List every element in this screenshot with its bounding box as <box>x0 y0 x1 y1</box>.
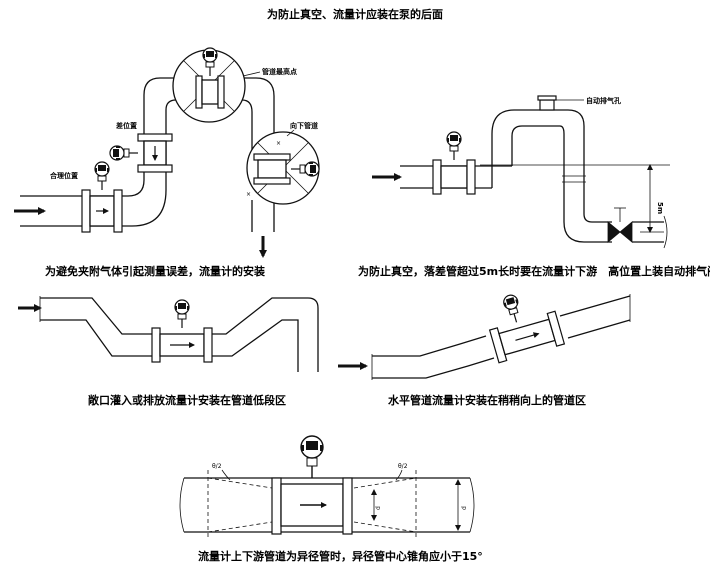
reasonable-meter-body <box>89 195 115 227</box>
label-auto-vent: 自动排气孔 <box>586 96 621 105</box>
reasonable-meter-flange-right <box>113 189 123 233</box>
label-d-small: d <box>375 506 382 510</box>
p2-meter-flange-left <box>432 159 442 195</box>
panel-air-entrapment: 合理位置 差位置 管道最高点 向下管道 × × 为避免夹附气体引起测量误差，流量… <box>14 47 320 278</box>
down-meter-flange-top <box>253 153 291 161</box>
label-downward-pipe: 向下管道 <box>290 121 318 130</box>
flowmeter-icon <box>501 292 524 325</box>
p4-meter <box>488 292 566 364</box>
label-poor-position: 差位置 <box>116 121 137 130</box>
poor-meter-flange-bottom <box>137 164 173 173</box>
label-angle-right: θ/2 <box>398 463 408 470</box>
p4-meter-flange-right <box>546 310 566 347</box>
vent-valve <box>539 99 555 111</box>
p2-meter-body <box>440 165 468 189</box>
p5-meter-flange-right <box>342 477 353 535</box>
label-highest-point: 管道最高点 <box>262 67 297 76</box>
top-meter-flange-left <box>195 75 203 109</box>
cross-mark: × <box>246 191 251 198</box>
down-meter-flange-bottom <box>253 177 291 185</box>
poor-meter-flange-top <box>137 133 173 142</box>
panel-reducer: θ/2 θ/2 d d 流量计上下游管道为异径管时，异径管中心锥角应小于15° <box>179 435 483 563</box>
cross-mark: × <box>276 140 281 147</box>
label-d-large: d <box>461 506 468 510</box>
caption-panel2: 为防止真空，落差管超过5m长时要在流量计下游 高位置上装自动排气阀 <box>358 264 710 278</box>
drain-valve <box>607 221 633 243</box>
caption-panel5: 流量计上下游管道为异径管时，异径管中心锥角应小于15° <box>198 549 483 563</box>
p3-meter-flange-left <box>151 327 161 363</box>
top-meter-flange-right <box>217 75 225 109</box>
vent-valve-cap <box>537 95 557 101</box>
caption-panel4: 水平管道流量计安装在稍稍向上的管道区 <box>388 393 586 407</box>
diagram-title: 为防止真空、流量计应装在泵的后面 <box>267 7 443 21</box>
flowmeter-icon <box>446 131 462 161</box>
flowmeter-icon <box>94 161 110 191</box>
flowmeter-icon <box>300 435 324 478</box>
reasonable-meter-flange-left <box>81 189 91 233</box>
p5-meter-flange-left <box>271 477 282 535</box>
caption-panel1: 为避免夹附气体引起测量误差，流量计的安装 <box>45 264 265 278</box>
p3-meter-flange-right <box>203 327 213 363</box>
flowmeter-icon <box>174 299 190 329</box>
label-angle-left: θ/2 <box>212 463 222 470</box>
top-meter-body <box>201 79 219 105</box>
label-height: 5m <box>656 202 664 214</box>
caption-panel3: 敞口灌入或排放流量计安装在管道低段区 <box>88 393 286 407</box>
p2-meter-flange-right <box>466 159 476 195</box>
label-reasonable-position: 合理位置 <box>49 171 78 180</box>
panel-open-discharge: 敞口灌入或排放流量计安装在管道低段区 <box>18 296 319 407</box>
panel-upward-pipe: 水平管道流量计安装在稍稍向上的管道区 <box>338 292 631 407</box>
panel-vacuum-drop: 自动排气孔 5m 为防止真空，落差管超过5m长时要在流量计下游 高位置上装自动排… <box>358 95 710 278</box>
flowmeter-icon <box>109 145 139 161</box>
down-meter-body <box>257 159 287 179</box>
